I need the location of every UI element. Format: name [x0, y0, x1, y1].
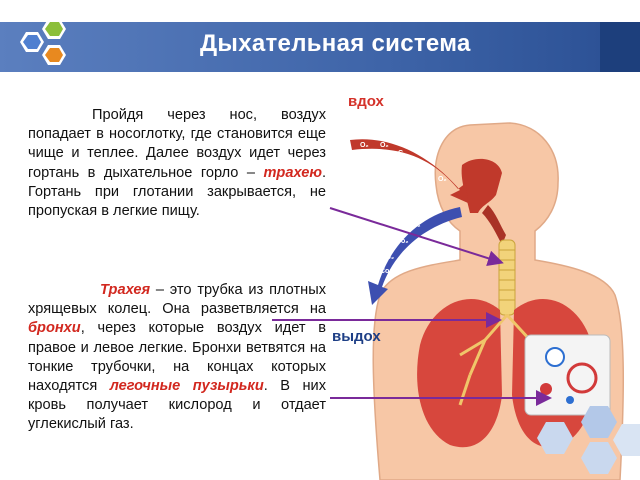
- inhale-label: вдох: [348, 93, 384, 110]
- hexagon-logo-icon: [20, 19, 66, 65]
- paragraph2-text-b: , через которые воздух идет в правое и л…: [28, 320, 326, 395]
- title-bar-accent: [600, 22, 640, 72]
- page-title: Дыхательная система: [200, 30, 471, 57]
- svg-text:O₂: O₂: [360, 142, 369, 149]
- svg-text:Co₂: Co₂: [380, 268, 392, 275]
- left-lung: [417, 298, 502, 448]
- paragraph2-text-c: . В них кровь получает кислород и отдает…: [28, 378, 327, 433]
- svg-text:O₂: O₂: [380, 142, 389, 149]
- header: Дыхательная система: [0, 0, 640, 84]
- hexagon-decoration-icon: [537, 406, 640, 474]
- svg-text:O₂: O₂: [438, 176, 447, 183]
- svg-text:Co₂: Co₂: [396, 238, 408, 245]
- svg-text:C: C: [398, 150, 403, 157]
- svg-text:Co₂: Co₂: [408, 222, 420, 229]
- title-bar: [0, 22, 640, 72]
- paragraph-trachea-bronchi: Трахея – это трубка из плотных хрящевых …: [28, 281, 326, 435]
- svg-text:O₂: O₂: [424, 166, 433, 173]
- term-alveoli: легочные пузырьки: [109, 378, 264, 395]
- term-bronchi: бронхи: [28, 320, 81, 337]
- paragraph1-text-b: . Гортань при глотании закрывается, не п…: [28, 164, 326, 220]
- paragraph2-text-a: – это трубка из плотных хрящевых колец. …: [28, 282, 326, 318]
- trachea: [498, 239, 516, 316]
- svg-text:O₂: O₂: [410, 156, 419, 163]
- paragraph1-text-a: Пройдя через нос, воздух попадает в носо…: [28, 107, 326, 181]
- exhale-label: выдох: [332, 328, 381, 345]
- inhale-arrow: [350, 139, 468, 203]
- svg-text:U₂: U₂: [386, 254, 394, 261]
- term-trachea-heading: Трахея: [100, 282, 151, 298]
- paragraph-nose-larynx: Пройдя через нос, воздух попадает в носо…: [28, 106, 326, 221]
- nasal-cavity: [461, 158, 502, 213]
- term-trachea: трахею: [263, 164, 322, 181]
